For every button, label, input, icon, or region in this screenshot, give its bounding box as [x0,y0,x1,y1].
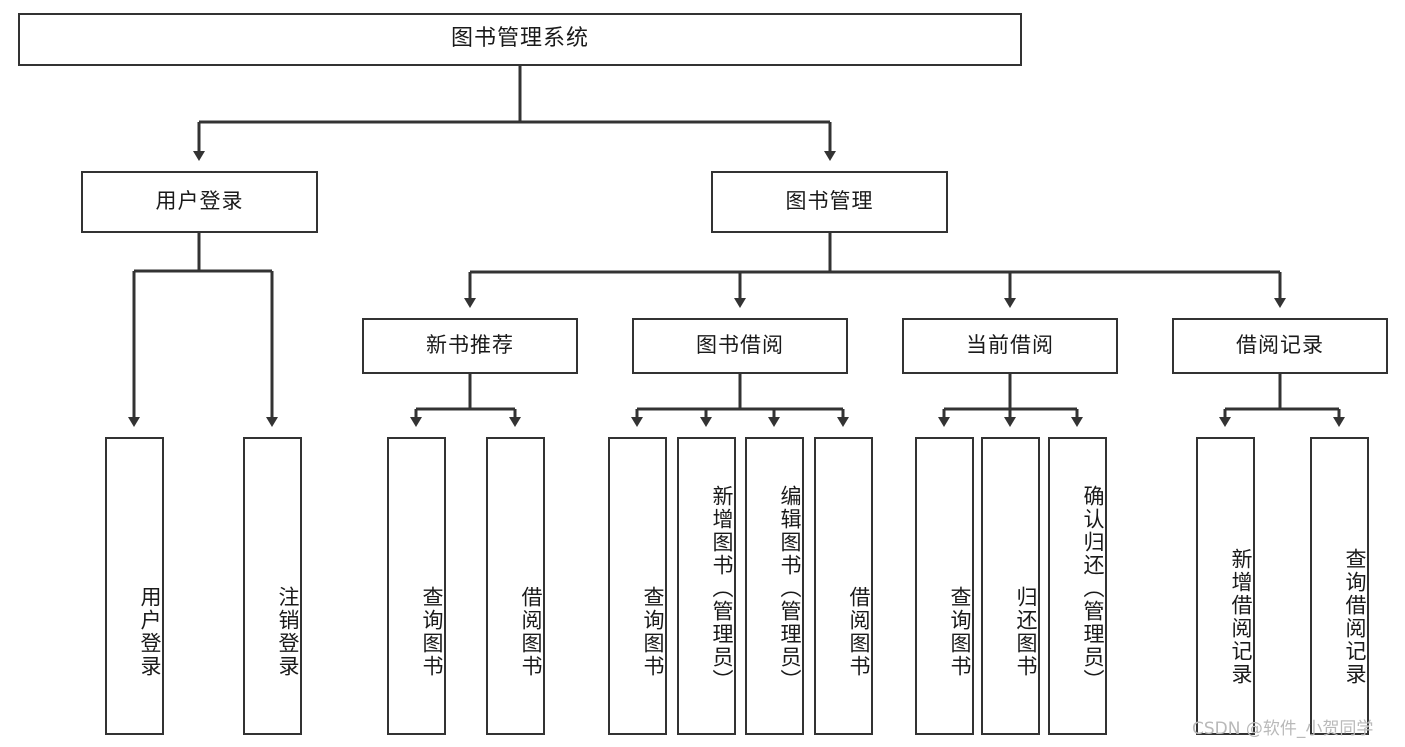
leaf-edit-book-admin[interactable]: 编辑图书（管理员） [745,437,804,735]
node-user-login[interactable]: 用户登录 [81,171,318,233]
leaf-query-book-borrow[interactable]: 查询图书 [608,437,667,735]
leaf-confirm-return-admin[interactable]: 确认归还（管理员） [1048,437,1107,735]
node-book-manage[interactable]: 图书管理 [711,171,948,233]
leaf-borrow-book[interactable]: 借阅图书 [814,437,873,735]
node-root-system[interactable]: 图书管理系统 [18,13,1022,66]
leaf-add-book-admin[interactable]: 新增图书（管理员） [677,437,736,735]
leaf-add-borrow-record[interactable]: 新增借阅记录 [1196,437,1255,735]
leaf-user-login[interactable]: 用户登录 [105,437,164,735]
leaf-return-book[interactable]: 归还图书 [981,437,1040,735]
node-book-borrow[interactable]: 图书借阅 [632,318,848,374]
node-new-book-recommend[interactable]: 新书推荐 [362,318,578,374]
leaf-borrow-book-recommend[interactable]: 借阅图书 [486,437,545,735]
csdn-watermark: CSDN @软件_小贺同学 [1192,719,1374,739]
node-borrow-record[interactable]: 借阅记录 [1172,318,1388,374]
leaf-logout-login[interactable]: 注销登录 [243,437,302,735]
leaf-query-book-current[interactable]: 查询图书 [915,437,974,735]
leaf-query-book-recommend[interactable]: 查询图书 [387,437,446,735]
node-current-borrow[interactable]: 当前借阅 [902,318,1118,374]
leaf-query-borrow-record[interactable]: 查询借阅记录 [1310,437,1369,735]
